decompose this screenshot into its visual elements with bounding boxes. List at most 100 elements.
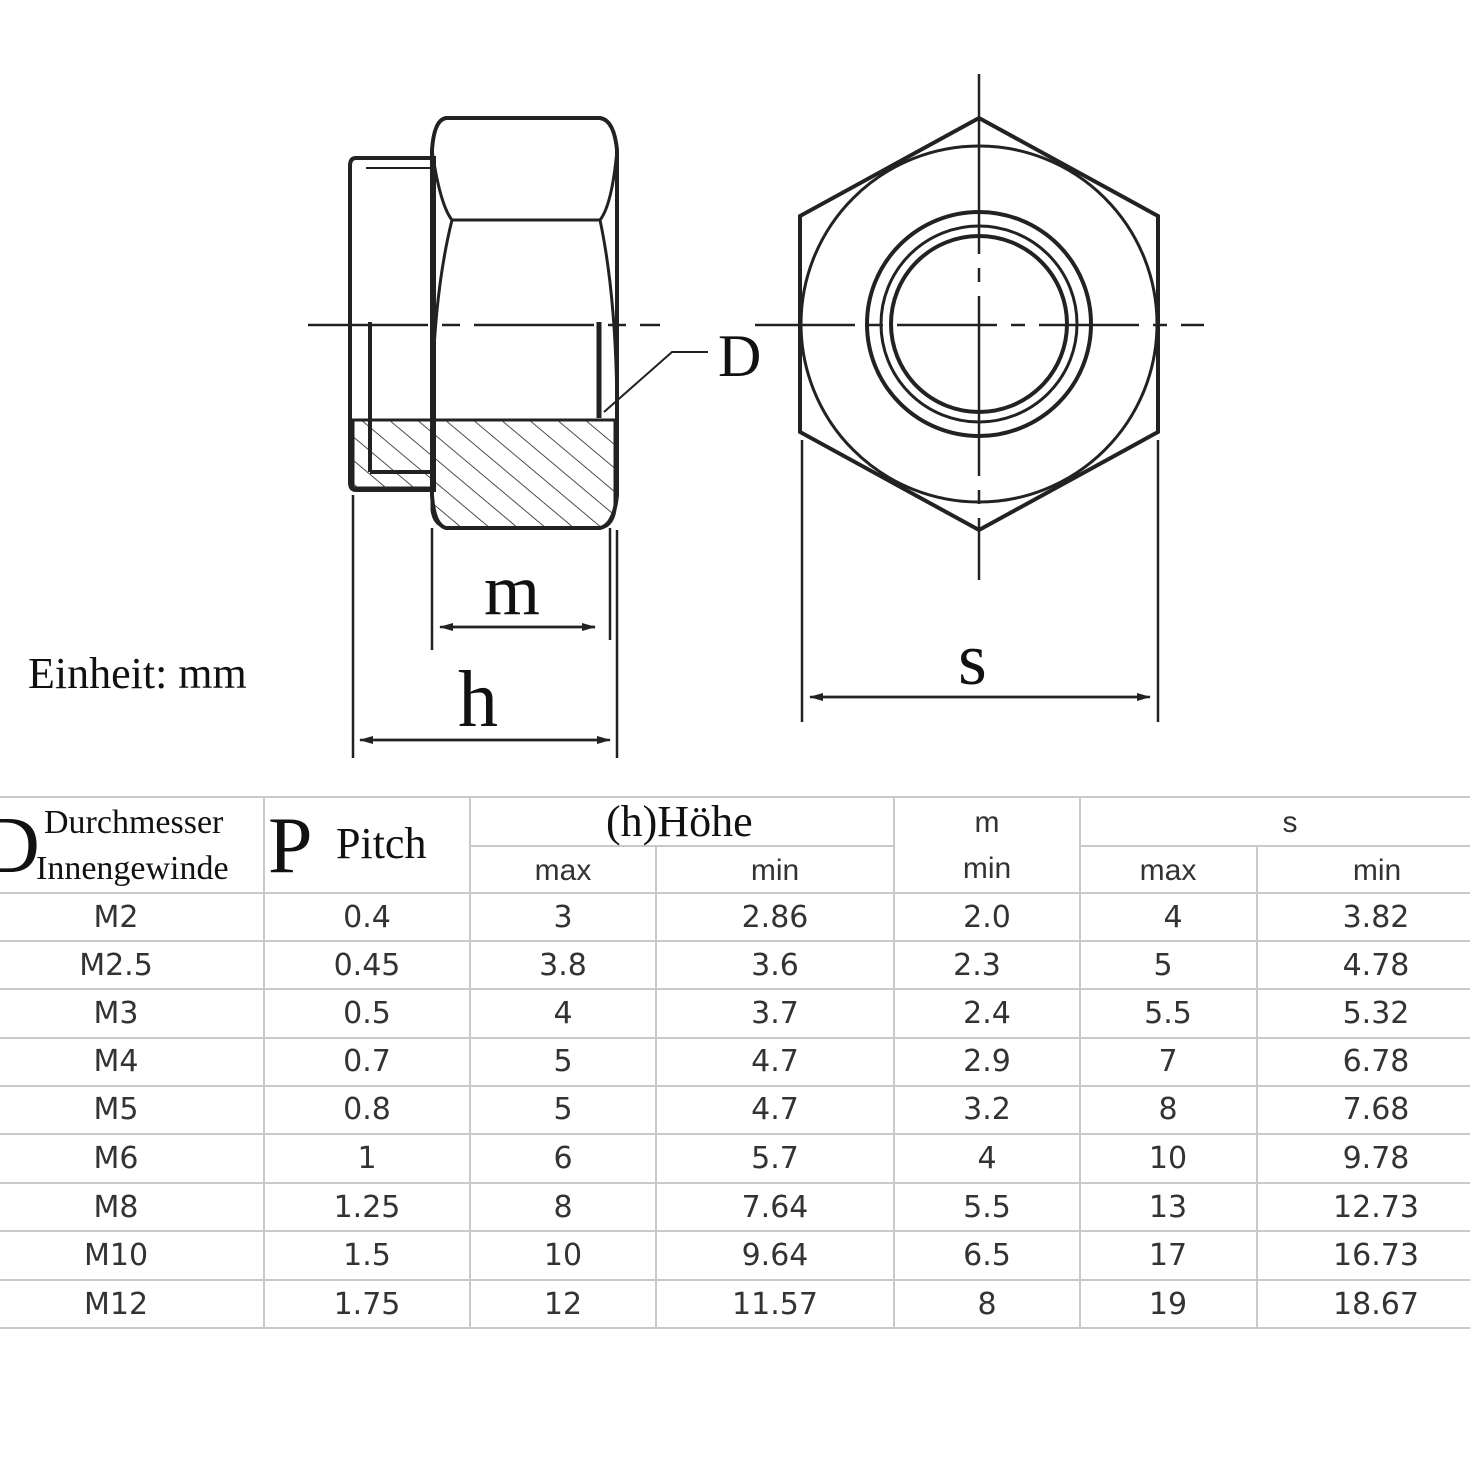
cell-pitch: 1.75 (333, 1287, 401, 1322)
cell-s-min: 12.73 (1333, 1190, 1419, 1225)
row-line (0, 1279, 1470, 1281)
col-line (1256, 845, 1258, 1329)
body-section-hatch (430, 418, 617, 530)
row-line (0, 988, 1470, 990)
row-line (0, 1182, 1470, 1184)
header-subdivider-h (470, 845, 894, 847)
label-h: h (458, 656, 498, 744)
cell-pitch: 0.7 (343, 1044, 391, 1079)
cell-m-min: 2.9 (963, 1044, 1011, 1079)
cell-h-min: 9.64 (741, 1238, 809, 1273)
col-line (469, 796, 471, 1329)
header-pitch: Pitch (336, 819, 427, 868)
cell-h-min: 5.7 (751, 1141, 799, 1176)
cell-h-max: 12 (543, 1287, 583, 1322)
cell-s-max: 13 (1148, 1190, 1188, 1225)
cell-h-min: 11.57 (732, 1287, 818, 1322)
nut-technical-drawing: D m h s (308, 74, 1204, 758)
header-hoehe: (h)Höhe (606, 797, 753, 846)
cell-m-min: 2.3 (953, 948, 1001, 983)
cell-thread: M10 (83, 1238, 149, 1273)
row-line (0, 1037, 1470, 1039)
cell-m-min: 3.2 (963, 1092, 1011, 1127)
cell-h-min: 2.86 (741, 900, 809, 935)
cell-thread: M12 (83, 1287, 149, 1322)
cell-s-min: 3.82 (1342, 900, 1410, 935)
row-line (0, 1230, 1470, 1232)
cell-h-max: 3.8 (539, 948, 587, 983)
cell-pitch: 1.25 (333, 1190, 401, 1225)
label-s: s (958, 619, 987, 701)
cell-thread: M3 (93, 996, 139, 1031)
cell-h-min: 4.7 (751, 1044, 799, 1079)
dimension-m (430, 528, 612, 650)
cell-m-min: 8 (977, 1287, 997, 1322)
row-line (0, 1133, 1470, 1135)
cell-s-min: 16.73 (1333, 1238, 1419, 1273)
cell-h-min: 3.6 (751, 948, 799, 983)
col-line (893, 796, 895, 1329)
header-m: m (974, 806, 1000, 839)
table-bottom-border (0, 1327, 1470, 1329)
header-bottom-border (0, 892, 1470, 894)
header-d-line2: Innengewinde (36, 850, 229, 887)
cell-s-max: 17 (1148, 1238, 1188, 1273)
collar-section-hatch (351, 418, 435, 490)
header-d-line1: Durchmesser (44, 804, 224, 841)
d-leader-line (603, 351, 708, 413)
cell-m-min: 4 (977, 1141, 997, 1176)
cell-s-min: 7.68 (1342, 1092, 1410, 1127)
cell-pitch: 0.45 (333, 948, 401, 983)
cell-thread: M8 (93, 1190, 139, 1225)
front-view (755, 74, 1204, 580)
cell-s-max: 5.5 (1144, 996, 1192, 1031)
cell-h-max: 6 (553, 1141, 573, 1176)
cell-thread: M5 (93, 1092, 139, 1127)
dimension-h (351, 495, 619, 758)
cell-s-max: 8 (1158, 1092, 1178, 1127)
cell-s-min: 5.32 (1342, 996, 1410, 1031)
cell-s-min: 6.78 (1342, 1044, 1410, 1079)
cell-s-min: 18.67 (1333, 1287, 1419, 1322)
row-line (0, 1085, 1470, 1087)
cell-thread: M6 (93, 1141, 139, 1176)
cell-thread: M2.5 (79, 948, 153, 983)
cell-h-max: 5 (553, 1044, 573, 1079)
header-d-symbol: D (0, 802, 40, 890)
cell-s-max: 19 (1148, 1287, 1188, 1322)
cell-h-max: 10 (543, 1238, 583, 1273)
header-subdivider-s (1080, 845, 1470, 847)
cell-h-max: 8 (553, 1190, 573, 1225)
cell-s-min: 9.78 (1342, 1141, 1410, 1176)
header-h-min: min (750, 854, 800, 887)
cell-h-max: 5 (553, 1092, 573, 1127)
cell-pitch: 0.5 (343, 996, 391, 1031)
unit-note: Einheit: mm (28, 649, 247, 698)
col-line (263, 796, 265, 1329)
cell-h-max: 3 (553, 900, 573, 935)
cell-m-min: 2.4 (963, 996, 1011, 1031)
cell-h-min: 4.7 (751, 1092, 799, 1127)
header-s-max: max (1139, 854, 1197, 887)
cell-pitch: 0.4 (343, 900, 391, 935)
header-s: s (1282, 806, 1298, 839)
col-line (1079, 796, 1081, 1329)
header-p-symbol: P (268, 802, 313, 890)
cell-h-max: 4 (553, 996, 573, 1031)
cell-s-max: 5 (1153, 948, 1173, 983)
header-h-max: max (534, 854, 592, 887)
cell-thread: M2 (93, 900, 139, 935)
row-line (0, 940, 1470, 942)
header-m-min: min (962, 852, 1012, 885)
cell-m-min: 6.5 (963, 1238, 1011, 1273)
cell-s-max: 4 (1163, 900, 1183, 935)
cell-thread: M4 (93, 1044, 139, 1079)
cell-pitch: 1 (357, 1141, 377, 1176)
cell-m-min: 2.0 (963, 900, 1011, 935)
cell-h-min: 7.64 (741, 1190, 809, 1225)
label-m: m (484, 550, 540, 630)
cell-s-max: 7 (1158, 1044, 1178, 1079)
col-line (655, 845, 657, 1329)
cell-pitch: 1.5 (343, 1238, 391, 1273)
cell-s-max: 10 (1148, 1141, 1188, 1176)
